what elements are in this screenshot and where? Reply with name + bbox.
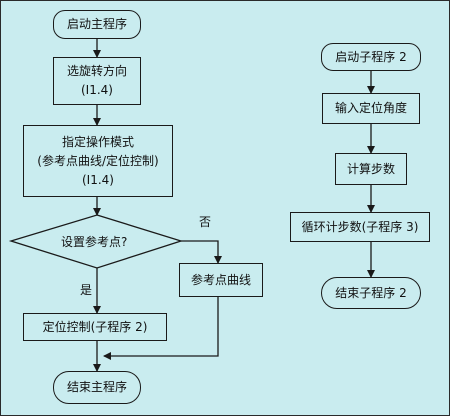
start-main-program-label: 启动主程序 <box>66 17 127 31</box>
positioning-control-label: 定位控制(子程序 2) <box>42 319 148 334</box>
specify-mode-node: 指定操作模式 (参考点曲线/定位控制) (I1.4) <box>23 125 173 197</box>
specify-mode-label: 指定操作模式 <box>61 134 134 149</box>
select-direction-input: (I1.4) <box>81 83 113 97</box>
positioning-control-node: 定位控制(子程序 2) <box>23 313 167 341</box>
start-subprogram-2-label: 启动子程序 2 <box>335 49 407 64</box>
end-main-program-node: 结束主程序 <box>53 371 141 404</box>
loop-count-label: 循环计步数(子程序 3) <box>301 219 419 234</box>
start-main-program-node: 启动主程序 <box>53 10 141 39</box>
input-angle-node: 输入定位角度 <box>322 93 420 124</box>
arrow-refcurve-merge <box>103 297 219 360</box>
decision-label: 设置参考点? <box>61 235 128 249</box>
end-main-program-label: 结束主程序 <box>66 380 127 394</box>
label-no: 否 <box>199 215 212 229</box>
label-yes: 是 <box>80 283 93 297</box>
calc-steps-label: 计算步数 <box>346 161 395 176</box>
start-subprogram-2-node: 启动子程序 2 <box>321 43 421 71</box>
reference-curve-node: 参考点曲线 <box>179 263 263 297</box>
specify-mode-input: (I1.4) <box>82 172 114 187</box>
select-direction-label: 选旋转方向 <box>66 64 127 78</box>
select-direction-node: 选旋转方向 (I1.4) <box>53 57 141 105</box>
end-subprogram-2-node: 结束子程序 2 <box>321 277 421 309</box>
input-angle-label: 输入定位角度 <box>334 101 407 115</box>
specify-mode-options: (参考点曲线/定位控制) <box>37 153 159 168</box>
calc-steps-node: 计算步数 <box>335 153 407 185</box>
reference-curve-label: 参考点曲线 <box>190 272 251 287</box>
end-subprogram-2-label: 结束子程序 2 <box>335 285 407 300</box>
loop-count-node: 循环计步数(子程序 3) <box>290 212 430 242</box>
arrow-decision-no <box>181 240 222 264</box>
